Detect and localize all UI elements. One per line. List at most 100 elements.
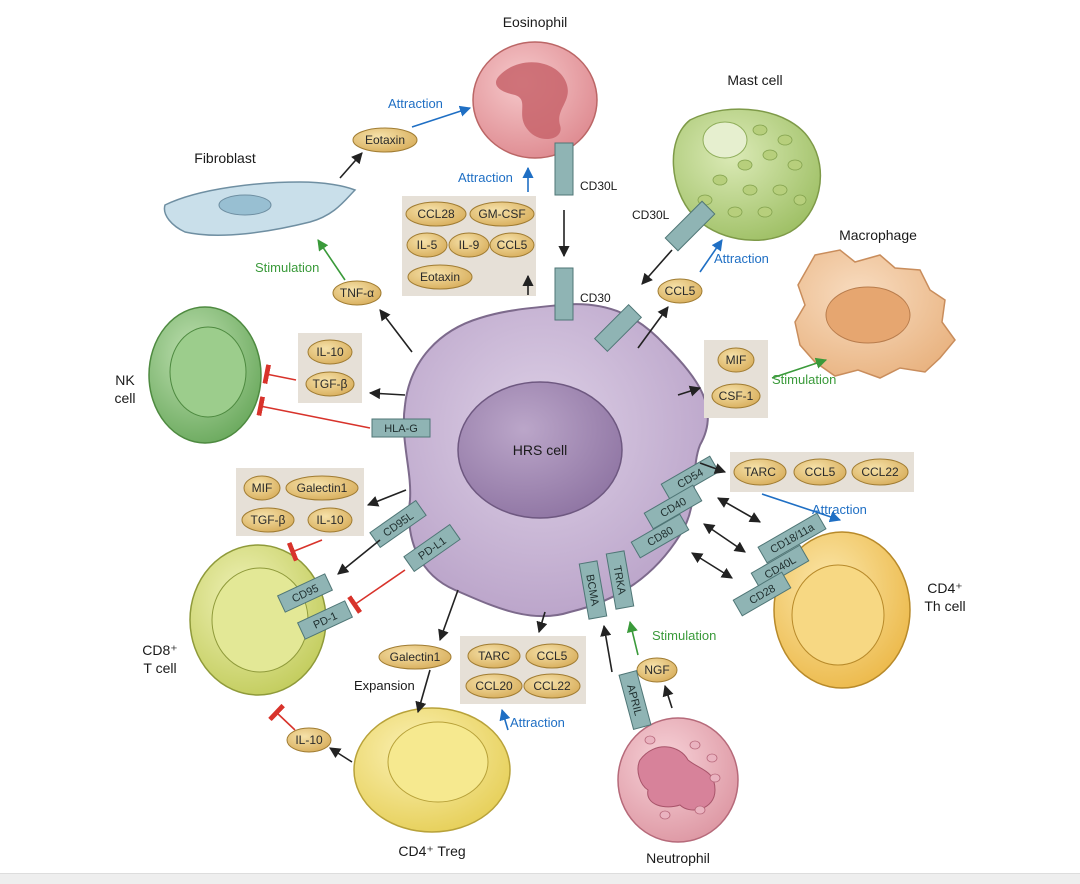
arrow-mastcd30l-to-hrs: [641, 249, 673, 285]
svg-text:IL-10: IL-10: [295, 733, 323, 747]
svg-text:CCL5: CCL5: [805, 465, 836, 479]
svg-text:TNF-α: TNF-α: [340, 286, 374, 300]
hrs-nucleus: [457, 381, 623, 519]
cytokine-tnf-alpha: TNF-α: [332, 280, 382, 306]
inhibition-lines: [256, 364, 406, 731]
receptor-bcma: BCMA: [578, 560, 608, 620]
annotation-attraction-eotaxin: Attraction: [388, 96, 443, 111]
arrow-galectin-to-treg: [415, 669, 431, 714]
receptor-trka: TRKA: [605, 550, 635, 610]
fibroblast-cell: [163, 181, 357, 236]
receptor-cd30-top-label: CD30: [580, 291, 611, 305]
eosinophil-label: Eosinophil: [503, 14, 568, 30]
svg-text:TARC: TARC: [744, 465, 776, 479]
arrow-hrs-to-ccl5: [637, 306, 669, 349]
mast-cell: [672, 108, 822, 242]
svg-text:CCL5: CCL5: [497, 238, 528, 252]
receptor-cd95: CD95: [276, 573, 334, 613]
cytokine-ccl5-treg: CCL5: [525, 643, 579, 669]
hrs-cell: HRS cell: [402, 303, 709, 618]
svg-text:IL-10: IL-10: [316, 513, 344, 527]
cd4-th-label-line2: Th cell: [924, 598, 965, 614]
svg-text:CCL22: CCL22: [533, 679, 571, 693]
svg-text:MIF: MIF: [252, 481, 273, 495]
svg-text:CCL5: CCL5: [537, 649, 568, 663]
svg-text:IL-10: IL-10: [316, 345, 344, 359]
cd4-treg-label: CD4⁺ Treg: [398, 843, 465, 859]
svg-text:IL-5: IL-5: [417, 238, 438, 252]
mast-cell-label: Mast cell: [727, 72, 782, 88]
cytokine-il10-nk: IL-10: [307, 339, 353, 365]
arrow-attraction-mast: [699, 239, 723, 273]
cd8-label-line2: T cell: [143, 660, 176, 676]
annotation-stimulation-macrophage: Stimulation: [772, 372, 836, 387]
arrow-cd40-cd40l: [703, 523, 746, 553]
receptor-cd30l-eosinophil-label: CD30L: [580, 179, 618, 193]
arrows-black: [329, 152, 761, 763]
cytokine-tgfb-nk: TGF-β: [305, 371, 355, 397]
annotation-attraction-mast: Attraction: [714, 251, 769, 266]
receptor-cd30l-eosinophil: [554, 142, 574, 196]
arrow-cd95l-to-cd95: [337, 539, 381, 575]
cd4-th-cell: [773, 531, 911, 689]
annotation-attraction-th: Attraction: [812, 502, 867, 517]
macrophage-cell: [794, 249, 956, 379]
svg-text:TGF-β: TGF-β: [251, 513, 286, 527]
neutrophil-label: Neutrophil: [646, 850, 710, 866]
cytokine-il9: IL-9: [448, 232, 490, 258]
arrow-treg-to-il10: [329, 747, 353, 763]
svg-text:CCL20: CCL20: [475, 679, 513, 693]
annotation-stimulation-fibroblast: Stimulation: [255, 260, 319, 275]
arrow-cd80-cd28: [691, 552, 733, 579]
arrow-attraction-eotaxin: [411, 105, 472, 128]
inhibit-il10-to-cd8: [268, 703, 296, 731]
fibroblast-label: Fibroblast: [194, 150, 256, 166]
receptor-cd40: CD40: [643, 484, 703, 530]
cytokine-tarc-th: TARC: [733, 458, 787, 486]
arrow-april-to-bcma: [600, 624, 613, 673]
arrow-cd54-cd18: [717, 497, 761, 523]
cytokine-ngf: NGF: [636, 657, 678, 683]
svg-text:CCL22: CCL22: [861, 465, 899, 479]
svg-text:CSF-1: CSF-1: [719, 389, 754, 403]
svg-text:TGF-β: TGF-β: [313, 377, 348, 391]
cytokine-ccl22-th: CCL22: [851, 458, 909, 486]
cytokine-il10-treg: IL-10: [286, 727, 332, 753]
arrow-hrs-to-galectin: [438, 589, 459, 642]
arrow-neut-to-ngf: [662, 684, 674, 709]
cytokine-ccl5-box: CCL5: [489, 232, 535, 258]
annotation-attraction-eos-box: Attraction: [458, 170, 513, 185]
svg-text:MIF: MIF: [726, 353, 747, 367]
arrow-hrs-to-nk-box: [368, 387, 406, 400]
receptor-cd30l-mast-label: CD30L: [632, 208, 670, 222]
arrow-hrs-to-cd8-box: [366, 489, 407, 507]
receptor-cd30-top: [554, 267, 574, 321]
cytokine-gm-csf: GM-CSF: [469, 201, 535, 227]
cytokine-csf1: CSF-1: [711, 383, 761, 409]
svg-text:NGF: NGF: [644, 663, 669, 677]
bottom-bar: [0, 873, 1080, 884]
cytokine-mif-cd8: MIF: [243, 475, 281, 501]
receptor-hla-g: HLA-G: [371, 418, 431, 438]
svg-text:IL-9: IL-9: [459, 238, 480, 252]
arrow-stimulation-fibroblast: [317, 239, 346, 281]
svg-text:CCL28: CCL28: [417, 207, 455, 221]
cd8-label-line1: CD8⁺: [142, 642, 177, 658]
arrows-stimulation: [317, 239, 828, 656]
nk-label-line1: NK: [115, 372, 135, 388]
macrophage-label: Macrophage: [839, 227, 917, 243]
cytokine-galectin1-cd8: Galectin1: [285, 475, 359, 501]
cytokine-eotaxin-box: Eotaxin: [407, 264, 473, 290]
cytokine-tgfb-cd8: TGF-β: [241, 507, 295, 533]
annotation-expansion: Expansion: [354, 678, 415, 693]
cytokine-mif-macrophage: MIF: [717, 347, 755, 373]
cytokine-eotaxin-top: Eotaxin: [352, 127, 418, 153]
arrow-stimulation-macrophage: [771, 357, 828, 379]
neutrophil-cell: [617, 717, 739, 843]
svg-text:Galectin1: Galectin1: [390, 650, 441, 664]
svg-text:GM-CSF: GM-CSF: [478, 207, 525, 221]
receptor-cd30-right: [593, 303, 643, 353]
svg-text:BCMA: BCMA: [583, 573, 600, 607]
svg-text:CCL5: CCL5: [665, 284, 696, 298]
